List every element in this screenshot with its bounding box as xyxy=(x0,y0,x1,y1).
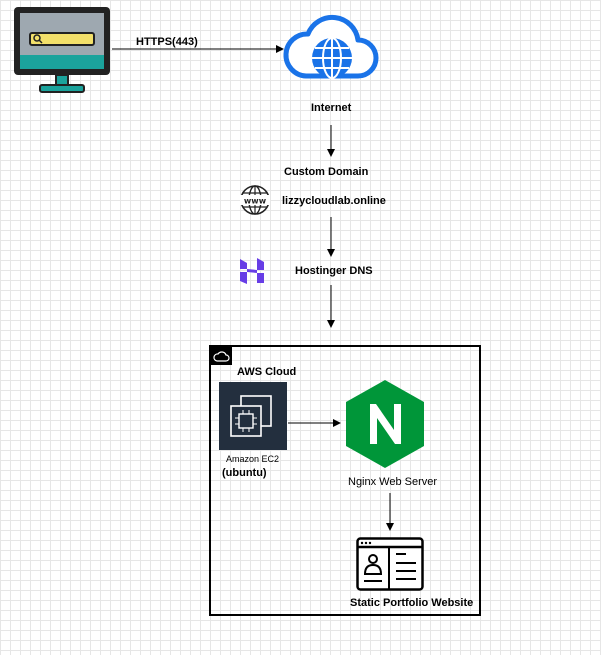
custom-domain-title: Custom Domain xyxy=(284,166,369,178)
computer-monitor-icon xyxy=(14,7,110,93)
domain-name-label: lizzycloudlab.online xyxy=(282,195,386,207)
cloud-globe-icon xyxy=(283,14,379,79)
aws-cloud-badge xyxy=(211,347,232,365)
www-globe-icon: www xyxy=(239,184,271,216)
profile-page-icon xyxy=(356,537,424,591)
ec2-sublabel: (ubuntu) xyxy=(222,467,267,479)
https-label: HTTPS(443) xyxy=(136,36,198,48)
client-computer xyxy=(10,5,114,95)
svg-text:www: www xyxy=(244,197,267,206)
nginx-label: Nginx Web Server xyxy=(348,476,438,488)
hostinger-logo-icon xyxy=(238,256,266,286)
ec2-label: Amazon EC2 xyxy=(226,454,280,464)
aws-cloud-group xyxy=(209,345,481,616)
website-label: Static Portfolio Website xyxy=(350,597,474,609)
internet-label: Internet xyxy=(311,102,352,114)
internet-node xyxy=(282,12,380,84)
hostinger-dns-label: Hostinger DNS xyxy=(295,265,373,277)
ec2-chip-icon xyxy=(219,382,287,450)
aws-cloud-label: AWS Cloud xyxy=(237,366,297,378)
cloud-outline-icon xyxy=(213,351,230,362)
nginx-logo-icon xyxy=(344,378,426,470)
